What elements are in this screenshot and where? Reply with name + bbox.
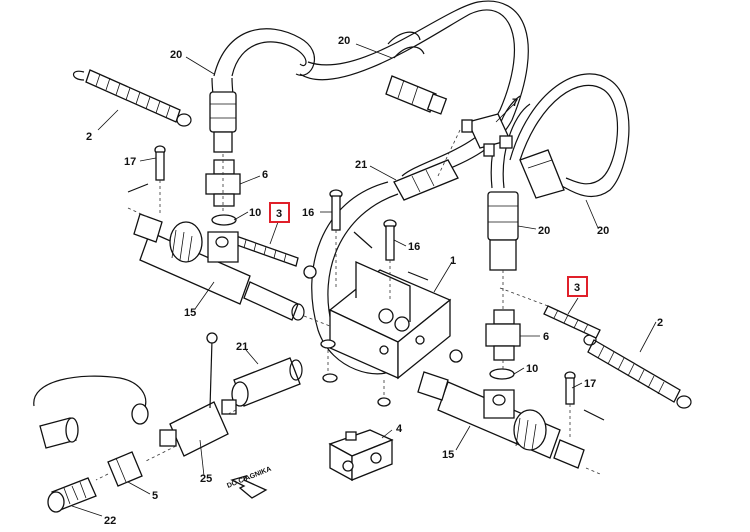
callout-21-bottom: 21 — [236, 341, 248, 353]
threaded-rod-3-bottom — [543, 305, 601, 339]
nut-5 — [107, 451, 143, 487]
highlight-box-3-top[interactable] — [269, 202, 290, 223]
assembly-dashed-lines — [95, 129, 601, 481]
quick-coupler-22 — [47, 477, 97, 513]
callout-1: 1 — [450, 255, 456, 267]
pin-16-right — [383, 219, 429, 281]
callout-16-left: 16 — [302, 207, 314, 219]
callout-5: 5 — [152, 490, 158, 502]
cylinder-15-top — [133, 213, 305, 321]
callout-25: 25 — [200, 473, 212, 485]
callout-22: 22 — [104, 515, 116, 527]
highlight-box-3-bottom[interactable] — [567, 276, 588, 297]
callout-10-top: 10 — [249, 207, 261, 219]
mounting-bracket-1 — [328, 260, 463, 380]
hose-right-loop — [490, 73, 630, 197]
washer-left-bottom — [322, 373, 338, 383]
pin-16-left — [329, 189, 373, 249]
callout-17-bottom: 17 — [584, 378, 596, 390]
callout-20-right-outer: 20 — [597, 225, 609, 237]
spring-2-top — [72, 69, 192, 127]
callout-6-bottom: 6 — [543, 331, 549, 343]
adapter-6-bottom — [485, 309, 521, 361]
quick-coupler-21-lower — [231, 357, 303, 407]
hose-fitting-21-top — [393, 159, 459, 201]
callout-20-right-inner: 20 — [538, 225, 550, 237]
hose-fitting-top-middle — [385, 75, 448, 115]
seal-ring-10-bottom — [489, 368, 515, 380]
washer-left-top — [320, 339, 336, 349]
direction-arrow: DO CIAGNIKA — [226, 466, 272, 499]
callout-20-top-middle: 20 — [338, 35, 350, 47]
clamp-block-4 — [328, 429, 394, 482]
cylinder-15-bottom — [417, 371, 585, 469]
leader-lines — [71, 43, 657, 517]
seal-ring-10-top — [211, 214, 237, 226]
callout-6-top: 6 — [262, 169, 268, 181]
dust-cap-with-chain — [33, 375, 149, 449]
washer-center — [377, 397, 391, 407]
callout-15-bottom: 15 — [442, 449, 454, 461]
callout-10-bottom: 10 — [526, 363, 538, 375]
callout-16-right: 16 — [408, 241, 420, 253]
threaded-rod-3-top — [233, 235, 317, 279]
pin-17-top — [127, 145, 166, 193]
callout-2-top: 2 — [86, 131, 92, 143]
callout-17-top: 17 — [124, 156, 136, 168]
callout-4: 4 — [396, 423, 403, 435]
callout-15-top: 15 — [184, 307, 196, 319]
callout-3-bottom: 3 — [574, 282, 580, 294]
hose-fitting-20-vertical — [487, 191, 519, 271]
pin-17-bottom — [564, 371, 605, 421]
hose-20-upper-middle — [387, 31, 425, 59]
spring-2-bottom — [583, 334, 692, 409]
callout-21-top: 21 — [355, 159, 367, 171]
tee-fitting-7 — [461, 113, 513, 157]
ball-valve-25 — [159, 332, 237, 457]
callout-20-top-left: 20 — [170, 49, 182, 61]
hose-fitting-20-right — [519, 149, 565, 199]
callout-3-top: 3 — [276, 208, 282, 220]
hose-top-big-loop — [299, 0, 529, 187]
callout-2-bottom: 2 — [657, 317, 663, 329]
callout-7: 7 — [512, 97, 518, 109]
hose-fitting-top-left — [209, 91, 237, 153]
